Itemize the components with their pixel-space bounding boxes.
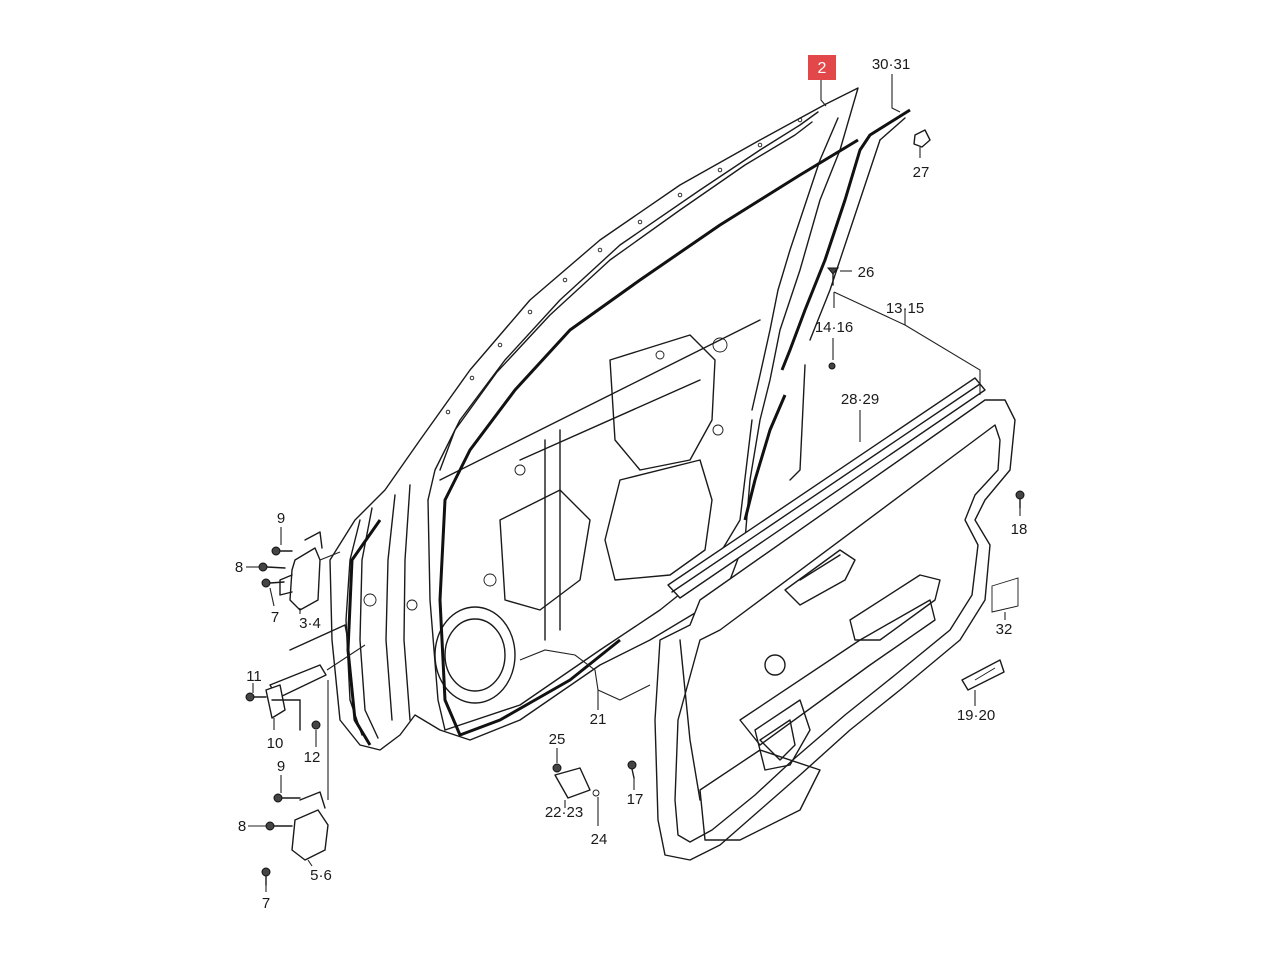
callout-18[interactable]: 18 bbox=[1011, 521, 1028, 538]
callout-8-lower[interactable]: 8 bbox=[238, 818, 246, 835]
callout-21[interactable]: 21 bbox=[590, 711, 607, 728]
upper-hinge bbox=[279, 531, 323, 611]
callout-27[interactable]: 27 bbox=[913, 164, 930, 181]
part-2-highlight[interactable]: 2 bbox=[808, 55, 836, 80]
leader-lines bbox=[246, 74, 1021, 892]
callout-8-upper[interactable]: 8 bbox=[235, 559, 243, 576]
callout-17[interactable]: 17 bbox=[627, 791, 644, 808]
bracket-19-20 bbox=[961, 659, 1005, 691]
lower-hinge bbox=[291, 791, 329, 861]
callout-11[interactable]: 11 bbox=[246, 668, 262, 685]
watershield bbox=[991, 577, 1019, 613]
callout-7-lower[interactable]: 7 bbox=[262, 895, 270, 912]
callout-14-16[interactable]: 14·16 bbox=[815, 319, 853, 336]
belt-molding bbox=[667, 377, 986, 599]
callout-9-lower[interactable]: 9 bbox=[277, 758, 285, 775]
glass-run-channel bbox=[780, 108, 911, 371]
callout-labels: 30·31 27 26 13·15 14·16 28·29 18 32 19·2… bbox=[235, 56, 1028, 912]
callout-10[interactable]: 10 bbox=[267, 735, 284, 752]
callout-26[interactable]: 26 bbox=[858, 264, 875, 281]
callout-28-29[interactable]: 28·29 bbox=[841, 391, 879, 408]
door-check bbox=[265, 624, 349, 731]
callout-25[interactable]: 25 bbox=[549, 731, 566, 748]
callout-2: 2 bbox=[818, 60, 827, 77]
callout-12[interactable]: 12 bbox=[304, 749, 321, 766]
door-trim-panel bbox=[654, 399, 1016, 861]
highlight-box bbox=[808, 55, 836, 80]
callout-22-23[interactable]: 22·23 bbox=[545, 804, 583, 821]
callout-13-15[interactable]: 13·15 bbox=[886, 300, 924, 317]
callout-19-20[interactable]: 19·20 bbox=[957, 707, 995, 724]
callout-7-upper[interactable]: 7 bbox=[271, 609, 279, 626]
callout-5-6[interactable]: 5·6 bbox=[310, 867, 332, 884]
callout-9-upper[interactable]: 9 bbox=[277, 510, 285, 527]
callout-24[interactable]: 24 bbox=[591, 831, 608, 848]
callout-30-31[interactable]: 30·31 bbox=[872, 56, 910, 73]
door-seal bbox=[346, 138, 859, 746]
callout-3-4[interactable]: 3·4 bbox=[299, 615, 321, 632]
door-shell bbox=[329, 87, 859, 751]
glass-edge bbox=[743, 364, 806, 521]
callout-32[interactable]: 32 bbox=[996, 621, 1013, 638]
fasteners bbox=[245, 129, 1025, 886]
